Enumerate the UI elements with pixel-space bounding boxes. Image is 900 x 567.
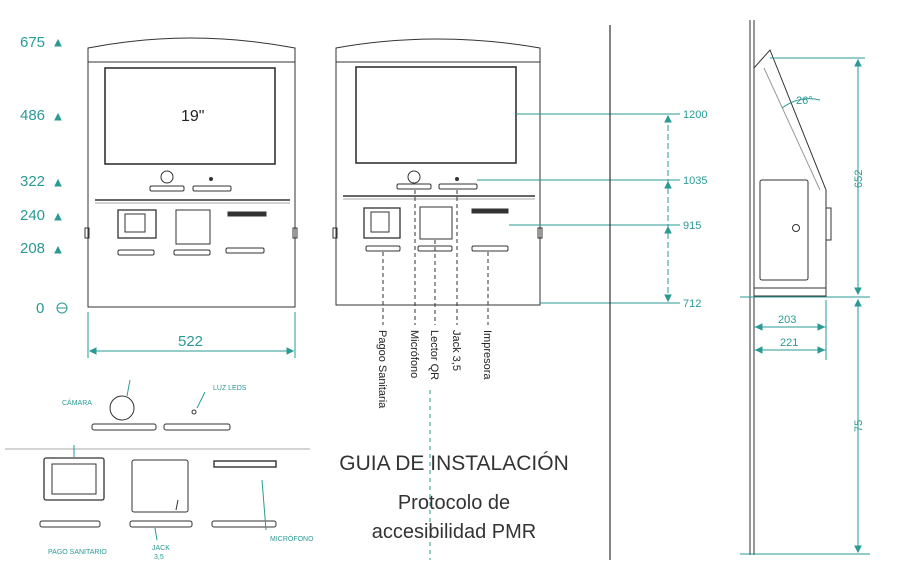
callout-microfono: Micrófono	[408, 330, 420, 378]
height-1200: 1200	[683, 109, 707, 121]
guide-subtitle-line1: Protocolo de	[397, 492, 511, 514]
dim-203: 203	[778, 314, 796, 326]
detail-view	[39, 379, 277, 541]
guide-title: GUIA DE INSTALACIÓN	[339, 452, 569, 475]
height-322: 322	[20, 173, 45, 190]
callout-pago: Pagoo Sanitaria	[376, 330, 388, 409]
front-height-ticks	[54, 38, 68, 314]
detail-labels: CÁMARA LUZ LEDS PAGO SANITARIO JACK 3,5 …	[48, 385, 314, 561]
side-dimensions	[740, 57, 870, 555]
label-pago-sanitario: PAGO SANITARIO	[48, 549, 107, 556]
height-915: 915	[683, 220, 701, 232]
height-0: 0	[36, 300, 44, 317]
width-522: 522	[178, 333, 203, 350]
height-486: 486	[20, 107, 45, 124]
label-jack-1: JACK	[152, 545, 170, 552]
callout-labels: Pagoo Sanitaria Micrófono Lector QR Jack…	[376, 330, 493, 409]
middle-height-labels: 1200 1035 915 712	[683, 109, 707, 310]
callout-jack: Jack 3,5	[450, 330, 462, 371]
height-675: 675	[20, 34, 45, 51]
dim-221: 221	[780, 337, 798, 349]
height-1035: 1035	[683, 175, 707, 187]
middle-front-view	[332, 38, 543, 306]
front-view	[84, 37, 298, 308]
screen-size-label: 19"	[181, 108, 204, 125]
height-240: 240	[20, 207, 45, 224]
front-width-dimension	[87, 312, 296, 358]
dim-652: 652	[853, 170, 865, 188]
callout-impresora: Impresora	[481, 330, 493, 380]
guide-subtitle-line2: accesibilidad PMR	[371, 521, 537, 543]
label-camara: CÁMARA	[62, 398, 92, 407]
front-height-labels: 675 486 322 240 208 0	[20, 34, 45, 317]
height-712: 712	[683, 298, 701, 310]
label-microfono: MICRÓFONO	[270, 534, 314, 543]
dim-75: 75	[853, 420, 865, 432]
label-jack-2: 3,5	[154, 554, 164, 561]
height-208: 208	[20, 240, 45, 257]
label-luz-leds: LUZ LEDS	[213, 385, 247, 392]
callout-lector-qr: Lector QR	[428, 330, 440, 380]
callout-lines	[382, 190, 489, 325]
angle-26: 26°	[796, 95, 813, 107]
side-view	[749, 20, 832, 555]
